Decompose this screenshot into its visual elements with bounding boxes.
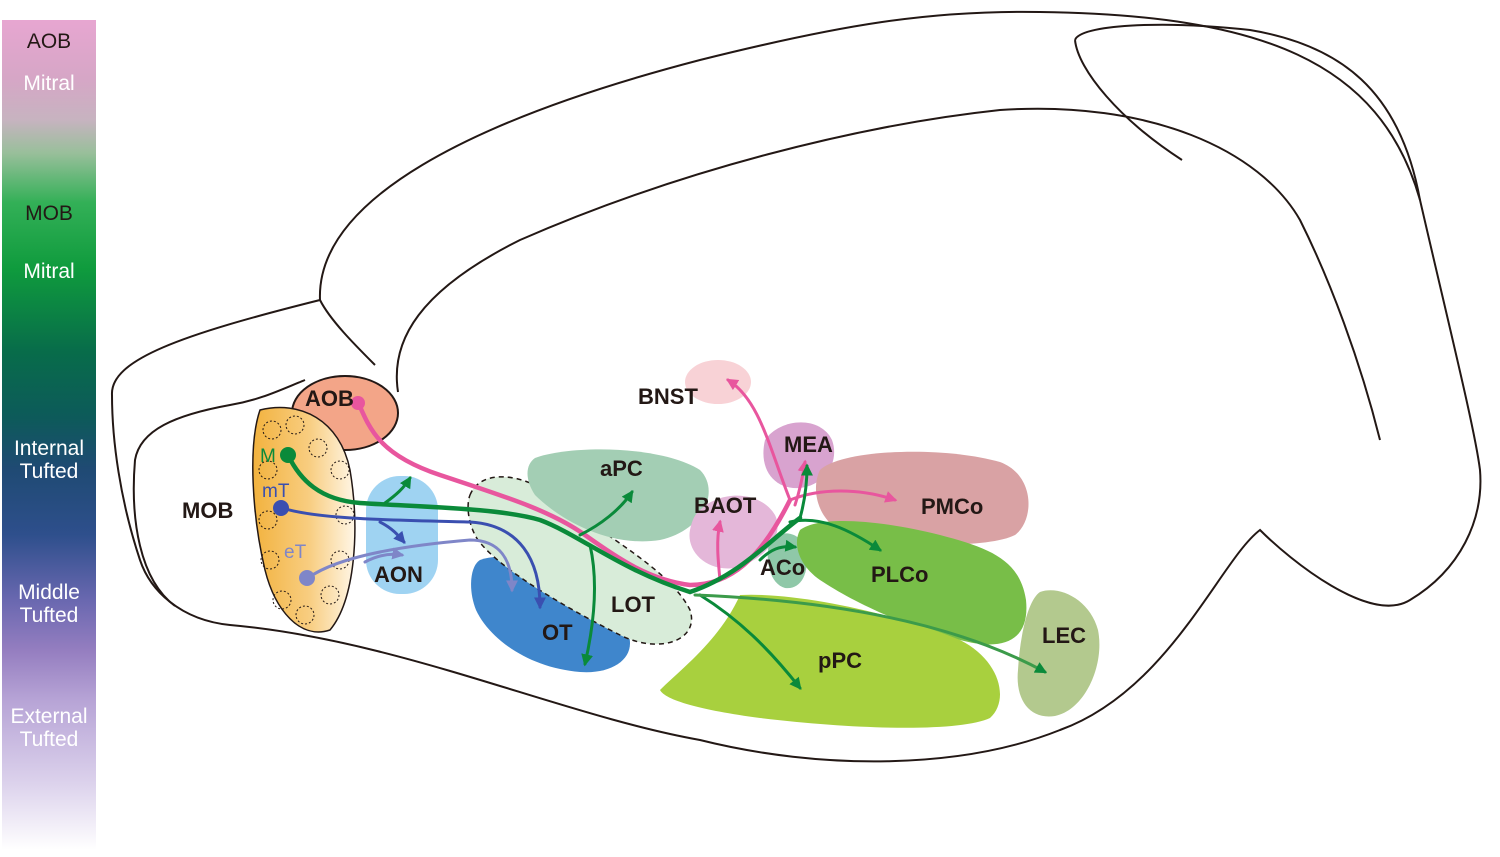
label-apc: aPC (600, 456, 643, 481)
legend-label-aob: AOB (26, 30, 72, 53)
mitral-projection-apc (578, 490, 634, 537)
label-aob: AOB (305, 386, 354, 411)
cerebral-cortex-inner-contour (395, 107, 1381, 441)
middle-tufted-cell-soma (273, 500, 289, 516)
label-plco: PLCo (871, 562, 928, 587)
legend-label-internal: Internal (13, 437, 85, 460)
label-aon: AON (374, 562, 423, 587)
label-lot: LOT (611, 592, 656, 617)
middle-tufted-projection (280, 506, 546, 610)
label-aco: ACo (760, 555, 805, 580)
external-tufted-cell-soma (299, 570, 315, 586)
mitral-projection-plco (788, 518, 882, 552)
label-ot: OT (542, 620, 573, 645)
mitral-projection-aon (383, 475, 412, 505)
brain-outer-contour (110, 10, 1482, 763)
aob-mitral-soma (351, 396, 365, 410)
aob-projection-bnst (725, 378, 792, 502)
region-mea (763, 422, 835, 489)
legend-label-external: External (10, 705, 88, 728)
aob-projection-pmco (788, 489, 898, 503)
legend-label-mob: MOB (25, 202, 73, 225)
mitral-cell-soma (280, 447, 296, 463)
external-tufted-cell-label: eT (284, 542, 307, 563)
region-lec (1017, 590, 1100, 717)
label-lec: LEC (1042, 623, 1086, 648)
legend-label-mob-mitral: Mitral (23, 260, 75, 283)
mitral-projection-lec (693, 593, 1048, 674)
label-pmco: PMCo (921, 494, 983, 519)
region-mob (252, 406, 356, 633)
label-mob: MOB (182, 498, 233, 523)
olfactory-bulb-contour (132, 379, 306, 607)
legend-label-middle: Middle (18, 581, 80, 604)
brain-outline (110, 10, 1482, 763)
label-ppc: pPC (818, 648, 862, 673)
cell-type-color-bar (2, 20, 96, 850)
legend-label-internal-tufted: Tufted (19, 460, 79, 483)
mitral-cell-label: M (260, 446, 276, 467)
mitral-projection-main (285, 452, 803, 595)
region-apc (527, 449, 709, 542)
mitral-projection-aco (758, 539, 798, 562)
label-baot: BAOT (694, 493, 757, 518)
external-tufted-projection-aon (363, 547, 405, 564)
mitral-projection-mea (798, 463, 813, 520)
legend-label-aob-mitral: Mitral (23, 72, 75, 95)
legend-label-middle-tufted: Tufted (19, 604, 79, 627)
cerebellum-contour (1074, 23, 1421, 201)
aob-projection-baot (712, 519, 724, 582)
external-tufted-projection (306, 538, 518, 593)
mitral-projection-ot (581, 543, 597, 667)
middle-tufted-cell-label: mT (262, 481, 290, 502)
label-mea: MEA (784, 432, 833, 457)
bulb-cortex-boundary (319, 299, 376, 366)
mitral-projection-ppc (698, 593, 802, 690)
middle-tufted-projection-aon (378, 520, 406, 544)
region-bnst (685, 360, 751, 404)
region-pmco (815, 451, 1029, 545)
region-plco (796, 520, 1027, 645)
label-bnst: BNST (638, 384, 698, 409)
legend-label-external-tufted: Tufted (19, 728, 79, 751)
pathways (280, 378, 1048, 690)
